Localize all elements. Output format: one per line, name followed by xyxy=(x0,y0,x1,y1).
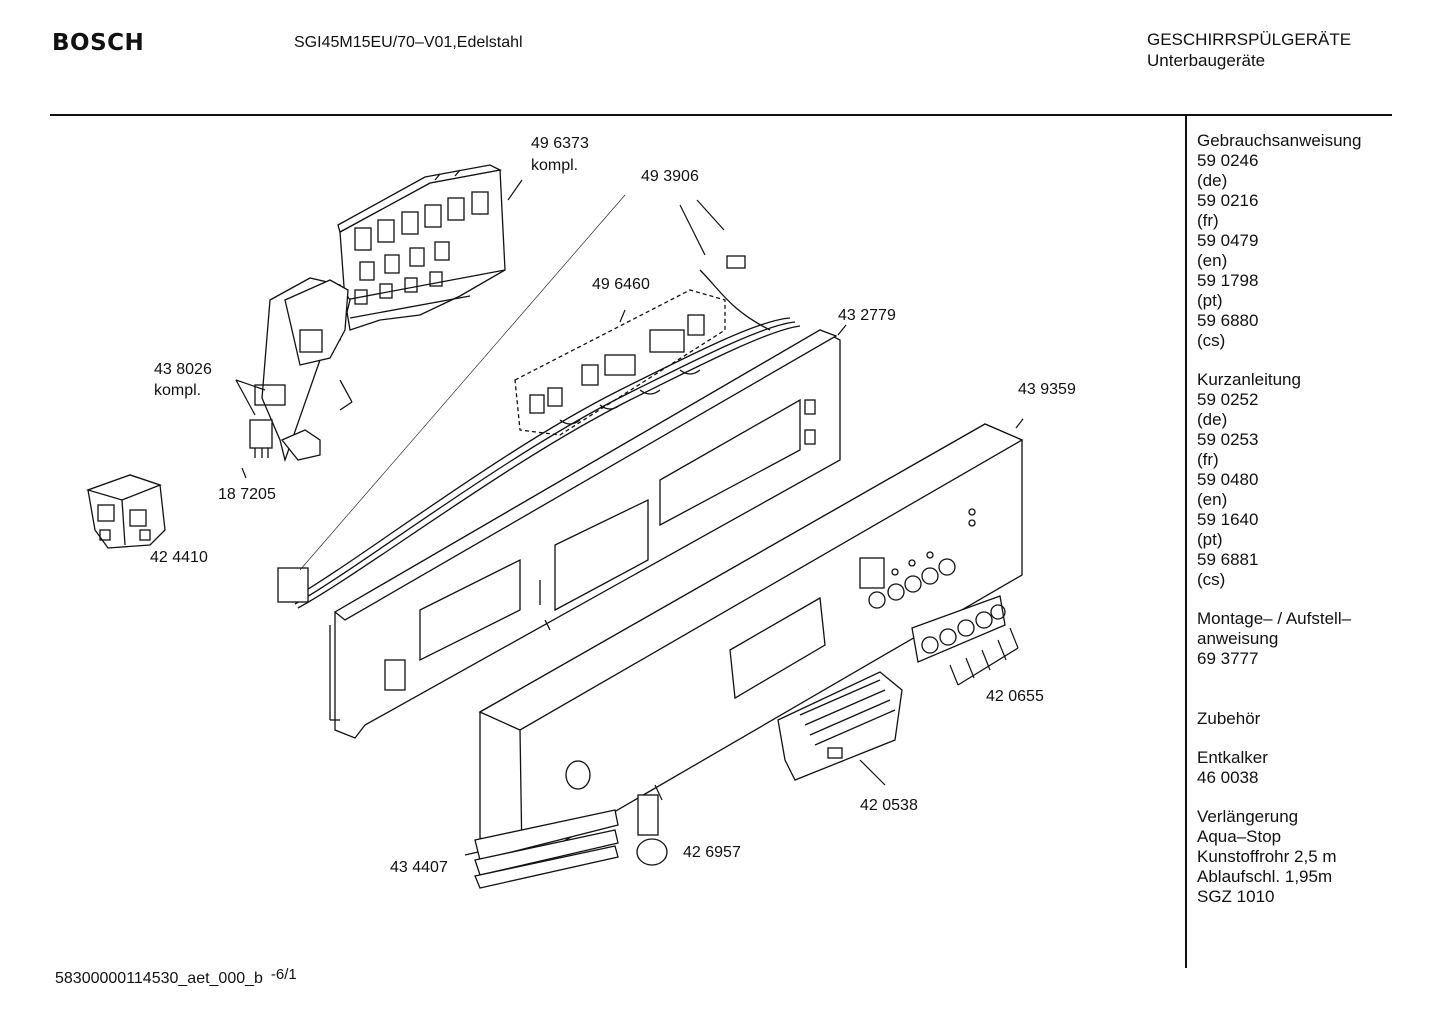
part-panel-frame xyxy=(329,329,841,739)
part-cable-harness xyxy=(277,255,801,609)
sidebar-line: (cs) xyxy=(1197,570,1226,589)
part-label: 42 0538 xyxy=(860,797,918,814)
part-label: 43 9359 xyxy=(1018,381,1076,398)
part-seal-strip xyxy=(474,809,619,889)
part-connector-set xyxy=(514,289,726,436)
part-button-strip xyxy=(911,595,1006,663)
sidebar-divider xyxy=(1185,116,1187,968)
sidebar-line: 59 0216 xyxy=(1197,191,1259,210)
sidebar-line: Zubehör xyxy=(1197,709,1261,728)
sidebar-line: (fr) xyxy=(1197,211,1219,230)
header-divider xyxy=(50,114,1392,116)
part-note: kompl. xyxy=(531,157,578,174)
page-number: -6/1 xyxy=(270,966,297,983)
sidebar-line: (de) xyxy=(1197,171,1228,190)
sidebar-line: (en) xyxy=(1197,490,1228,509)
sidebar-line: Kurzanleitung xyxy=(1197,370,1301,389)
sidebar-line: (de) xyxy=(1197,410,1228,429)
sidebar-line: (fr) xyxy=(1197,450,1219,469)
sidebar-line: 59 1640 xyxy=(1197,510,1259,529)
sidebar-group-quickguide: Kurzanleitung 59 0252 (de) 59 0253 (fr) … xyxy=(1197,370,1361,590)
sidebar-line: Kunstoffrohr 2,5 m xyxy=(1197,847,1337,866)
sidebar-line: (pt) xyxy=(1197,530,1223,549)
model-title: SGI45M15EU/70–V01,Edelstahl xyxy=(294,34,523,51)
part-door-lock xyxy=(254,277,353,463)
part-relay-block xyxy=(85,474,166,549)
sidebar-group-accessories: Zubehör xyxy=(1197,709,1361,729)
brand-logo: BOSCH xyxy=(52,30,145,56)
part-label: 43 8026 xyxy=(154,361,212,378)
sidebar-line: (cs) xyxy=(1197,331,1226,350)
sidebar-line: 59 6881 xyxy=(1197,550,1259,569)
part-label: 49 3906 xyxy=(641,168,699,185)
sidebar-line: Gebrauchsanweisung xyxy=(1197,131,1362,150)
sidebar-line: 59 0480 xyxy=(1197,470,1259,489)
part-label: 18 7205 xyxy=(218,486,276,503)
part-front-panel xyxy=(478,423,1024,859)
sidebar-line: Entkalker xyxy=(1197,748,1268,767)
leader-lines xyxy=(235,179,1024,856)
sidebar-line: 59 1798 xyxy=(1197,271,1259,290)
part-label: 43 4407 xyxy=(390,859,448,876)
sidebar-line: Montage– / Aufstell– xyxy=(1197,609,1352,628)
sidebar-group-installation: Montage– / Aufstell– anweisung 69 3777 xyxy=(1197,609,1361,669)
part-label: 43 2779 xyxy=(838,307,896,324)
sidebar-line: (en) xyxy=(1197,251,1228,270)
sidebar-group-extension: Verlängerung Aqua–Stop Kunstoffrohr 2,5 … xyxy=(1197,807,1361,907)
sidebar-line: Ablaufschl. 1,95m xyxy=(1197,867,1333,886)
part-label: 49 6373 xyxy=(531,135,589,152)
part-note: kompl. xyxy=(154,382,201,399)
document-id: 58300000114530_aet_000_b xyxy=(55,970,263,987)
sidebar-line: 59 0479 xyxy=(1197,231,1259,250)
sidebar-line: 46 0038 xyxy=(1197,768,1259,787)
part-handle-knob xyxy=(636,794,668,866)
part-micro-switch xyxy=(249,419,273,458)
part-label: 42 4410 xyxy=(150,549,208,566)
part-label: 42 0655 xyxy=(986,688,1044,705)
sidebar-line: 59 0246 xyxy=(1197,151,1259,170)
sidebar-line: 69 3777 xyxy=(1197,649,1259,668)
sidebar-line: 59 0252 xyxy=(1197,390,1259,409)
sidebar-group-descaler: Entkalker 46 0038 xyxy=(1197,748,1361,788)
sidebar-line: Aqua–Stop xyxy=(1197,827,1282,846)
part-dispenser-trim xyxy=(777,671,903,781)
sidebar-line: 59 0253 xyxy=(1197,430,1259,449)
category-subtitle: Unterbaugeräte xyxy=(1147,51,1266,70)
part-control-module xyxy=(337,164,506,331)
sidebar-group-manual: Gebrauchsanweisung 59 0246 (de) 59 0216 … xyxy=(1197,131,1361,351)
sidebar-line: Verlängerung xyxy=(1197,807,1299,826)
documentation-sidebar: Gebrauchsanweisung 59 0246 (de) 59 0216 … xyxy=(1197,131,1361,926)
part-label: 49 6460 xyxy=(592,276,650,293)
category-title: GESCHIRRSPÜLGERÄTE xyxy=(1147,30,1352,49)
sidebar-line: (pt) xyxy=(1197,291,1223,310)
sidebar-line: anweisung xyxy=(1197,629,1279,648)
part-labels: 49 6373 kompl. 49 3906 49 6460 43 2779 4… xyxy=(150,135,1076,876)
exploded-parts-diagram: 49 6373 kompl. 49 3906 49 6460 43 2779 4… xyxy=(85,135,1076,889)
part-label: 42 6957 xyxy=(683,844,741,861)
sidebar-line: SGZ 1010 xyxy=(1197,887,1275,906)
sidebar-line: 59 6880 xyxy=(1197,311,1259,330)
footer: 58300000114530_aet_000_b -6/1 xyxy=(55,966,297,988)
